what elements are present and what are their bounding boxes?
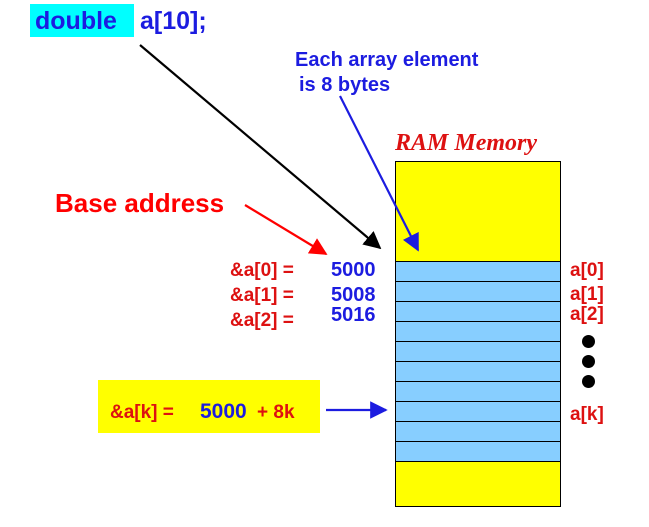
base-address-arrow xyxy=(244,204,328,255)
base-address-label: Base address xyxy=(55,188,225,218)
element-label-2: a[2] xyxy=(570,304,604,325)
formula-rest: + 8k xyxy=(257,402,295,423)
memory-title: RAM Memory xyxy=(395,130,538,156)
note-line-2: is 8 bytes xyxy=(299,74,391,96)
ellipsis-dot-2 xyxy=(582,355,595,368)
declaration-rest: a[10]; xyxy=(140,7,207,35)
address-value-1: 5008 xyxy=(331,284,376,306)
formula-box xyxy=(98,380,320,433)
memory-bottom-block xyxy=(395,461,561,507)
address-label-1: &a[1] = xyxy=(230,285,294,306)
element-label-0: a[0] xyxy=(570,260,604,281)
memory-top-block xyxy=(395,161,561,262)
ellipsis-dot-1 xyxy=(582,335,595,348)
address-value-0: 5000 xyxy=(331,259,376,281)
address-value-2: 5016 xyxy=(331,304,376,326)
formula-lhs: &a[k] = xyxy=(110,402,174,423)
declaration-arrow xyxy=(139,44,382,250)
keyword-highlight xyxy=(30,4,134,37)
ellipsis-dot-3 xyxy=(582,375,595,388)
address-label-2: &a[2] = xyxy=(230,310,294,331)
formula-base: 5000 xyxy=(200,400,247,423)
element-size-arrow xyxy=(339,95,419,252)
element-label-k: a[k] xyxy=(570,404,604,425)
address-label-0: &a[0] = xyxy=(230,260,294,281)
declaration-keyword: double xyxy=(35,7,117,35)
element-label-1: a[1] xyxy=(570,284,604,305)
note-line-1: Each array element xyxy=(295,49,479,71)
